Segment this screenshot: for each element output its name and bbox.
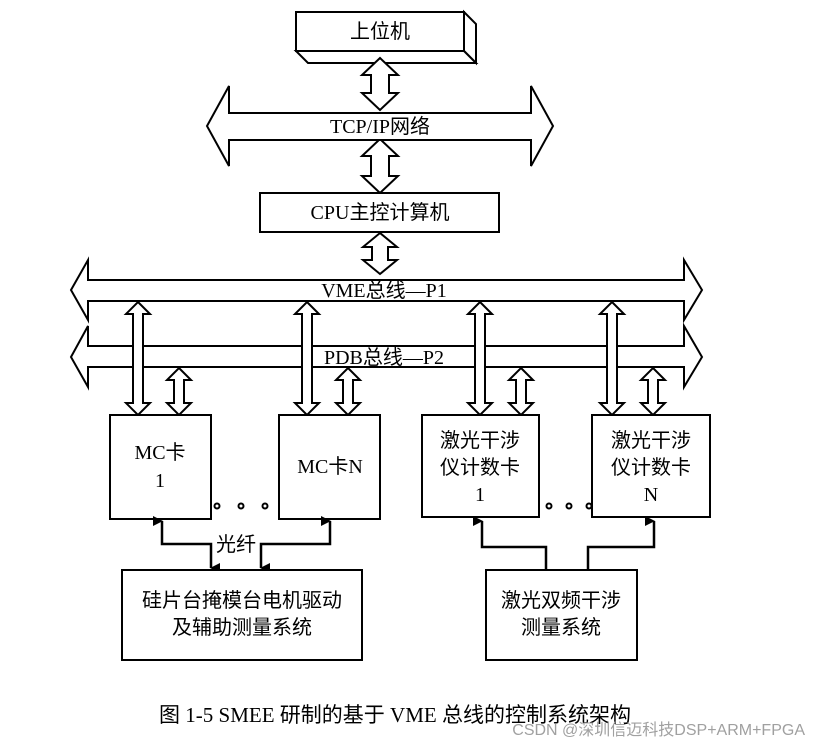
laser-measurement-system-box: 激光双频干涉 测量系统: [485, 569, 638, 661]
tcp-ip-network-label: TCP/IP网络: [330, 115, 430, 138]
vme-bus-label: VME总线—P1: [321, 279, 447, 302]
laser-card-1-line1: 激光干涉: [440, 429, 520, 452]
mc-card-1-index: 1: [155, 470, 165, 492]
host-tcp-double-arrow: [359, 56, 401, 112]
tcp-ip-network-bus: TCP/IP网络: [205, 85, 555, 167]
p2-card-double-arrow: [638, 366, 668, 417]
p2-card-double-arrow: [164, 366, 194, 417]
cpu-main-computer-box: CPU主控计算机: [259, 192, 500, 233]
figure-caption: 图 1-5 SMEE 研制的基于 VME 总线的控制系统架构: [159, 703, 631, 727]
fiber-label: 光纤: [216, 533, 256, 556]
fiber-connections: 光纤: [153, 516, 656, 573]
laser-card-1-line2: 仪计数卡: [440, 456, 520, 479]
mc-card-n-label: MC卡N: [297, 455, 363, 478]
cpu-vme-double-arrow: [360, 231, 400, 276]
pdb-bus-label: PDB总线—P2: [324, 346, 444, 369]
vme-bus-p1: VME总线—P1: [69, 256, 704, 324]
p2-card-double-arrow: [506, 366, 536, 417]
stage-line1: 硅片台掩模台电机驱动: [142, 589, 342, 612]
laser-sys-line1: 激光双频干涉: [501, 589, 621, 612]
host-computer-label: 上位机: [350, 20, 410, 43]
stage-line2: 及辅助测量系统: [172, 616, 312, 639]
laser-card-n-line2: 仪计数卡: [611, 456, 691, 479]
host-computer-box: 上位机: [293, 9, 479, 66]
tcp-cpu-double-arrow: [359, 137, 401, 195]
laser-card-n-index: N: [644, 484, 658, 506]
mc-card-n: MC卡N: [278, 414, 381, 520]
pdb-bus-p2: PDB总线—P2: [69, 322, 704, 391]
laser-counter-card-1: 激光干涉 仪计数卡 1: [421, 414, 540, 518]
cpu-main-computer-label: CPU主控计算机: [311, 201, 450, 224]
watermark: CSDN @深圳信迈科技DSP+ARM+FPGA: [512, 721, 805, 739]
ellipsis-dots: [213, 502, 593, 510]
laser-card-n-line1: 激光干涉: [611, 429, 691, 452]
p2-card-double-arrow: [333, 366, 363, 417]
mc-card-1: MC卡 1: [109, 414, 212, 520]
laser-card-1-index: 1: [475, 484, 485, 506]
laser-sys-line2: 测量系统: [521, 616, 601, 639]
host-tcp-cpu-arrows: [359, 56, 401, 276]
mc-card-1-label: MC卡: [134, 441, 185, 464]
stage-drive-system-box: 硅片台掩模台电机驱动 及辅助测量系统: [121, 569, 363, 661]
laser-counter-card-n: 激光干涉 仪计数卡 N: [591, 414, 711, 518]
